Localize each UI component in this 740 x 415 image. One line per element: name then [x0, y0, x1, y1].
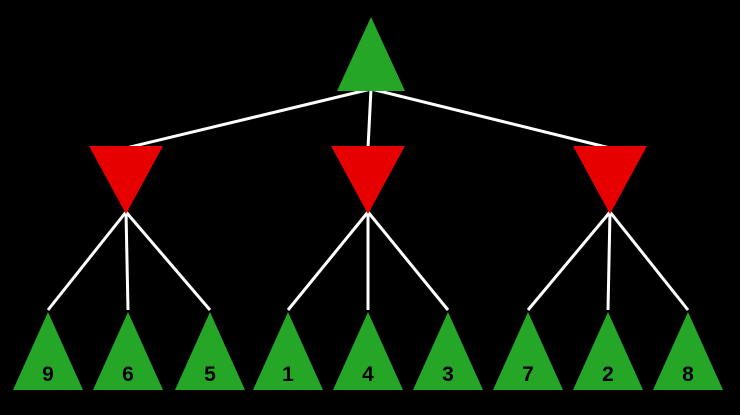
leaf-value: 3: [442, 363, 454, 386]
min-node-1: [331, 146, 405, 214]
leaf-value: 8: [682, 363, 694, 386]
edge-min-2-to-leaf-7: [606, 211, 612, 311]
edge-root-to-min-1: [366, 88, 373, 149]
leaf-node-0: [13, 312, 83, 390]
leaf-node-7: [573, 312, 643, 390]
leaf-node-5: [413, 312, 483, 390]
leaf-node-4: [333, 312, 403, 390]
leaf-value: 9: [42, 363, 54, 386]
edge-min-0-to-leaf-0: [46, 211, 128, 311]
min-node-0: [89, 146, 163, 214]
edge-min-1-to-leaf-3: [286, 211, 370, 311]
leaf-value: 4: [362, 363, 374, 386]
leaf-node-1: [93, 312, 163, 390]
leaf-value: 6: [122, 363, 134, 386]
leaf-value: 1: [282, 363, 294, 386]
edge-min-1-to-leaf-5: [366, 211, 450, 311]
leaf-value: 7: [522, 363, 534, 386]
edge-min-2-to-leaf-6: [526, 211, 612, 311]
edge-root-to-min-2: [370, 87, 611, 150]
leaf-node-6: [493, 312, 563, 390]
leaf-node-8: [653, 312, 723, 390]
edge-min-0-to-leaf-2: [124, 211, 212, 311]
edge-min-0-to-leaf-1: [124, 211, 130, 311]
edge-min-2-to-leaf-8: [608, 211, 690, 311]
root-max-node: [337, 17, 405, 91]
edge-root-to-min-0: [125, 87, 372, 150]
leaf-node-3: [253, 312, 323, 390]
leaf-value: 2: [602, 363, 614, 386]
leaf-node-2: [175, 312, 245, 390]
leaf-value: 5: [204, 363, 216, 386]
min-node-2: [573, 146, 647, 214]
